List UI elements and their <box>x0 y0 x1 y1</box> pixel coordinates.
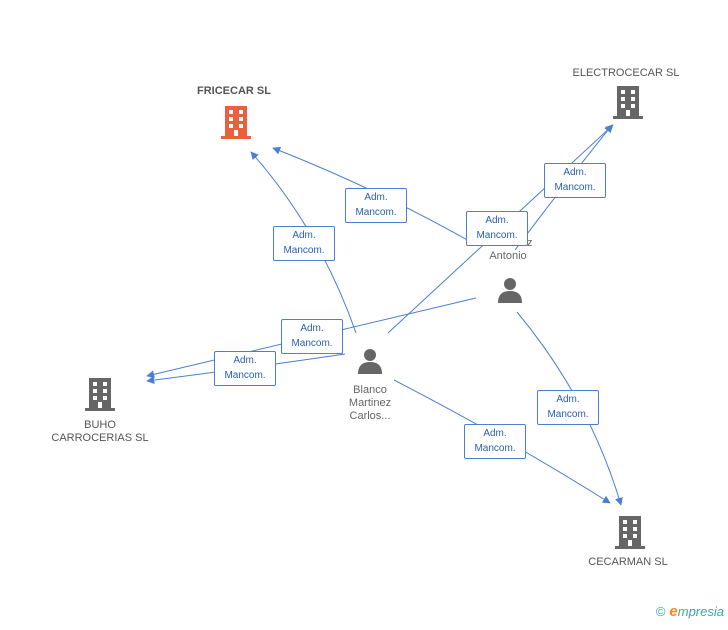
company-label-buho-line2: CARROCERIAS SL <box>51 432 149 444</box>
edge-label-other-cecarman[interactable]: Adm. Mancom. <box>537 390 599 425</box>
edge-label-other-fricecar[interactable]: Adm. Mancom. <box>345 188 407 223</box>
edge-label-line1: Adm. <box>292 230 316 241</box>
company-label-fricecar[interactable]: FRICECAR SL <box>197 85 271 97</box>
building-icon-buho[interactable] <box>84 376 116 412</box>
edge-label-line1: Adm. <box>364 192 388 203</box>
edge-label-blanco-electrocecar[interactable]: Adm. Mancom. <box>466 211 528 246</box>
building-icon-cecarman[interactable] <box>614 514 646 550</box>
edge-label-line2: Mancom. <box>476 230 518 241</box>
edge-label-line1: Adm. <box>556 394 580 405</box>
edge-label-line2: Mancom. <box>355 207 397 218</box>
company-label-electrocecar[interactable]: ELECTROCECAR SL <box>572 67 680 79</box>
edge-label-line2: Mancom. <box>283 245 325 256</box>
company-label-buho[interactable]: BUHO CARROCERIAS SL <box>40 419 160 445</box>
brand-name: mpresia <box>677 604 724 619</box>
edge-label-blanco-cecarman[interactable]: Adm. Mancom. <box>464 424 526 459</box>
edge-label-line1: Adm. <box>485 215 509 226</box>
edge-label-other-electrocecar[interactable]: Adm. Mancom. <box>544 163 606 198</box>
person-label-blanco[interactable]: Blanco Martinez Carlos... <box>330 384 410 423</box>
edge-label-line1: Adm. <box>233 355 257 366</box>
edge-label-blanco-fricecar[interactable]: Adm. Mancom. <box>273 226 335 261</box>
copyright-symbol: © <box>655 604 666 619</box>
building-icon-fricecar[interactable] <box>220 104 252 140</box>
edge-label-line2: Mancom. <box>554 182 596 193</box>
building-icon-electrocecar[interactable] <box>612 84 644 120</box>
edge-label-line2: Mancom. <box>474 443 516 454</box>
edge-label-blanco-buho[interactable]: Adm. Mancom. <box>214 351 276 386</box>
person-icon-blanco[interactable] <box>356 347 384 375</box>
edge-label-line1: Adm. <box>483 428 507 439</box>
company-label-buho-line1: BUHO <box>84 419 116 431</box>
person-label-other-line3: Antonio <box>489 250 527 262</box>
empresia-brand[interactable]: ©empresia <box>656 603 724 620</box>
edge-label-line1: Adm. <box>563 167 587 178</box>
edge-label-line2: Mancom. <box>547 409 589 420</box>
company-label-cecarman[interactable]: CECARMAN SL <box>588 556 668 568</box>
edge-label-line2: Mancom. <box>291 338 333 349</box>
brand-logo-e: e <box>669 603 678 620</box>
person-icon-other[interactable] <box>496 276 524 304</box>
edge-label-other-buho[interactable]: Adm. Mancom. <box>281 319 343 354</box>
person-label-blanco-line3: Carlos... <box>349 410 391 422</box>
edge-label-line1: Adm. <box>300 323 324 334</box>
edge-label-line2: Mancom. <box>224 370 266 381</box>
person-label-blanco-line1: Blanco <box>353 384 387 396</box>
person-label-blanco-line2: Martinez <box>348 397 392 409</box>
